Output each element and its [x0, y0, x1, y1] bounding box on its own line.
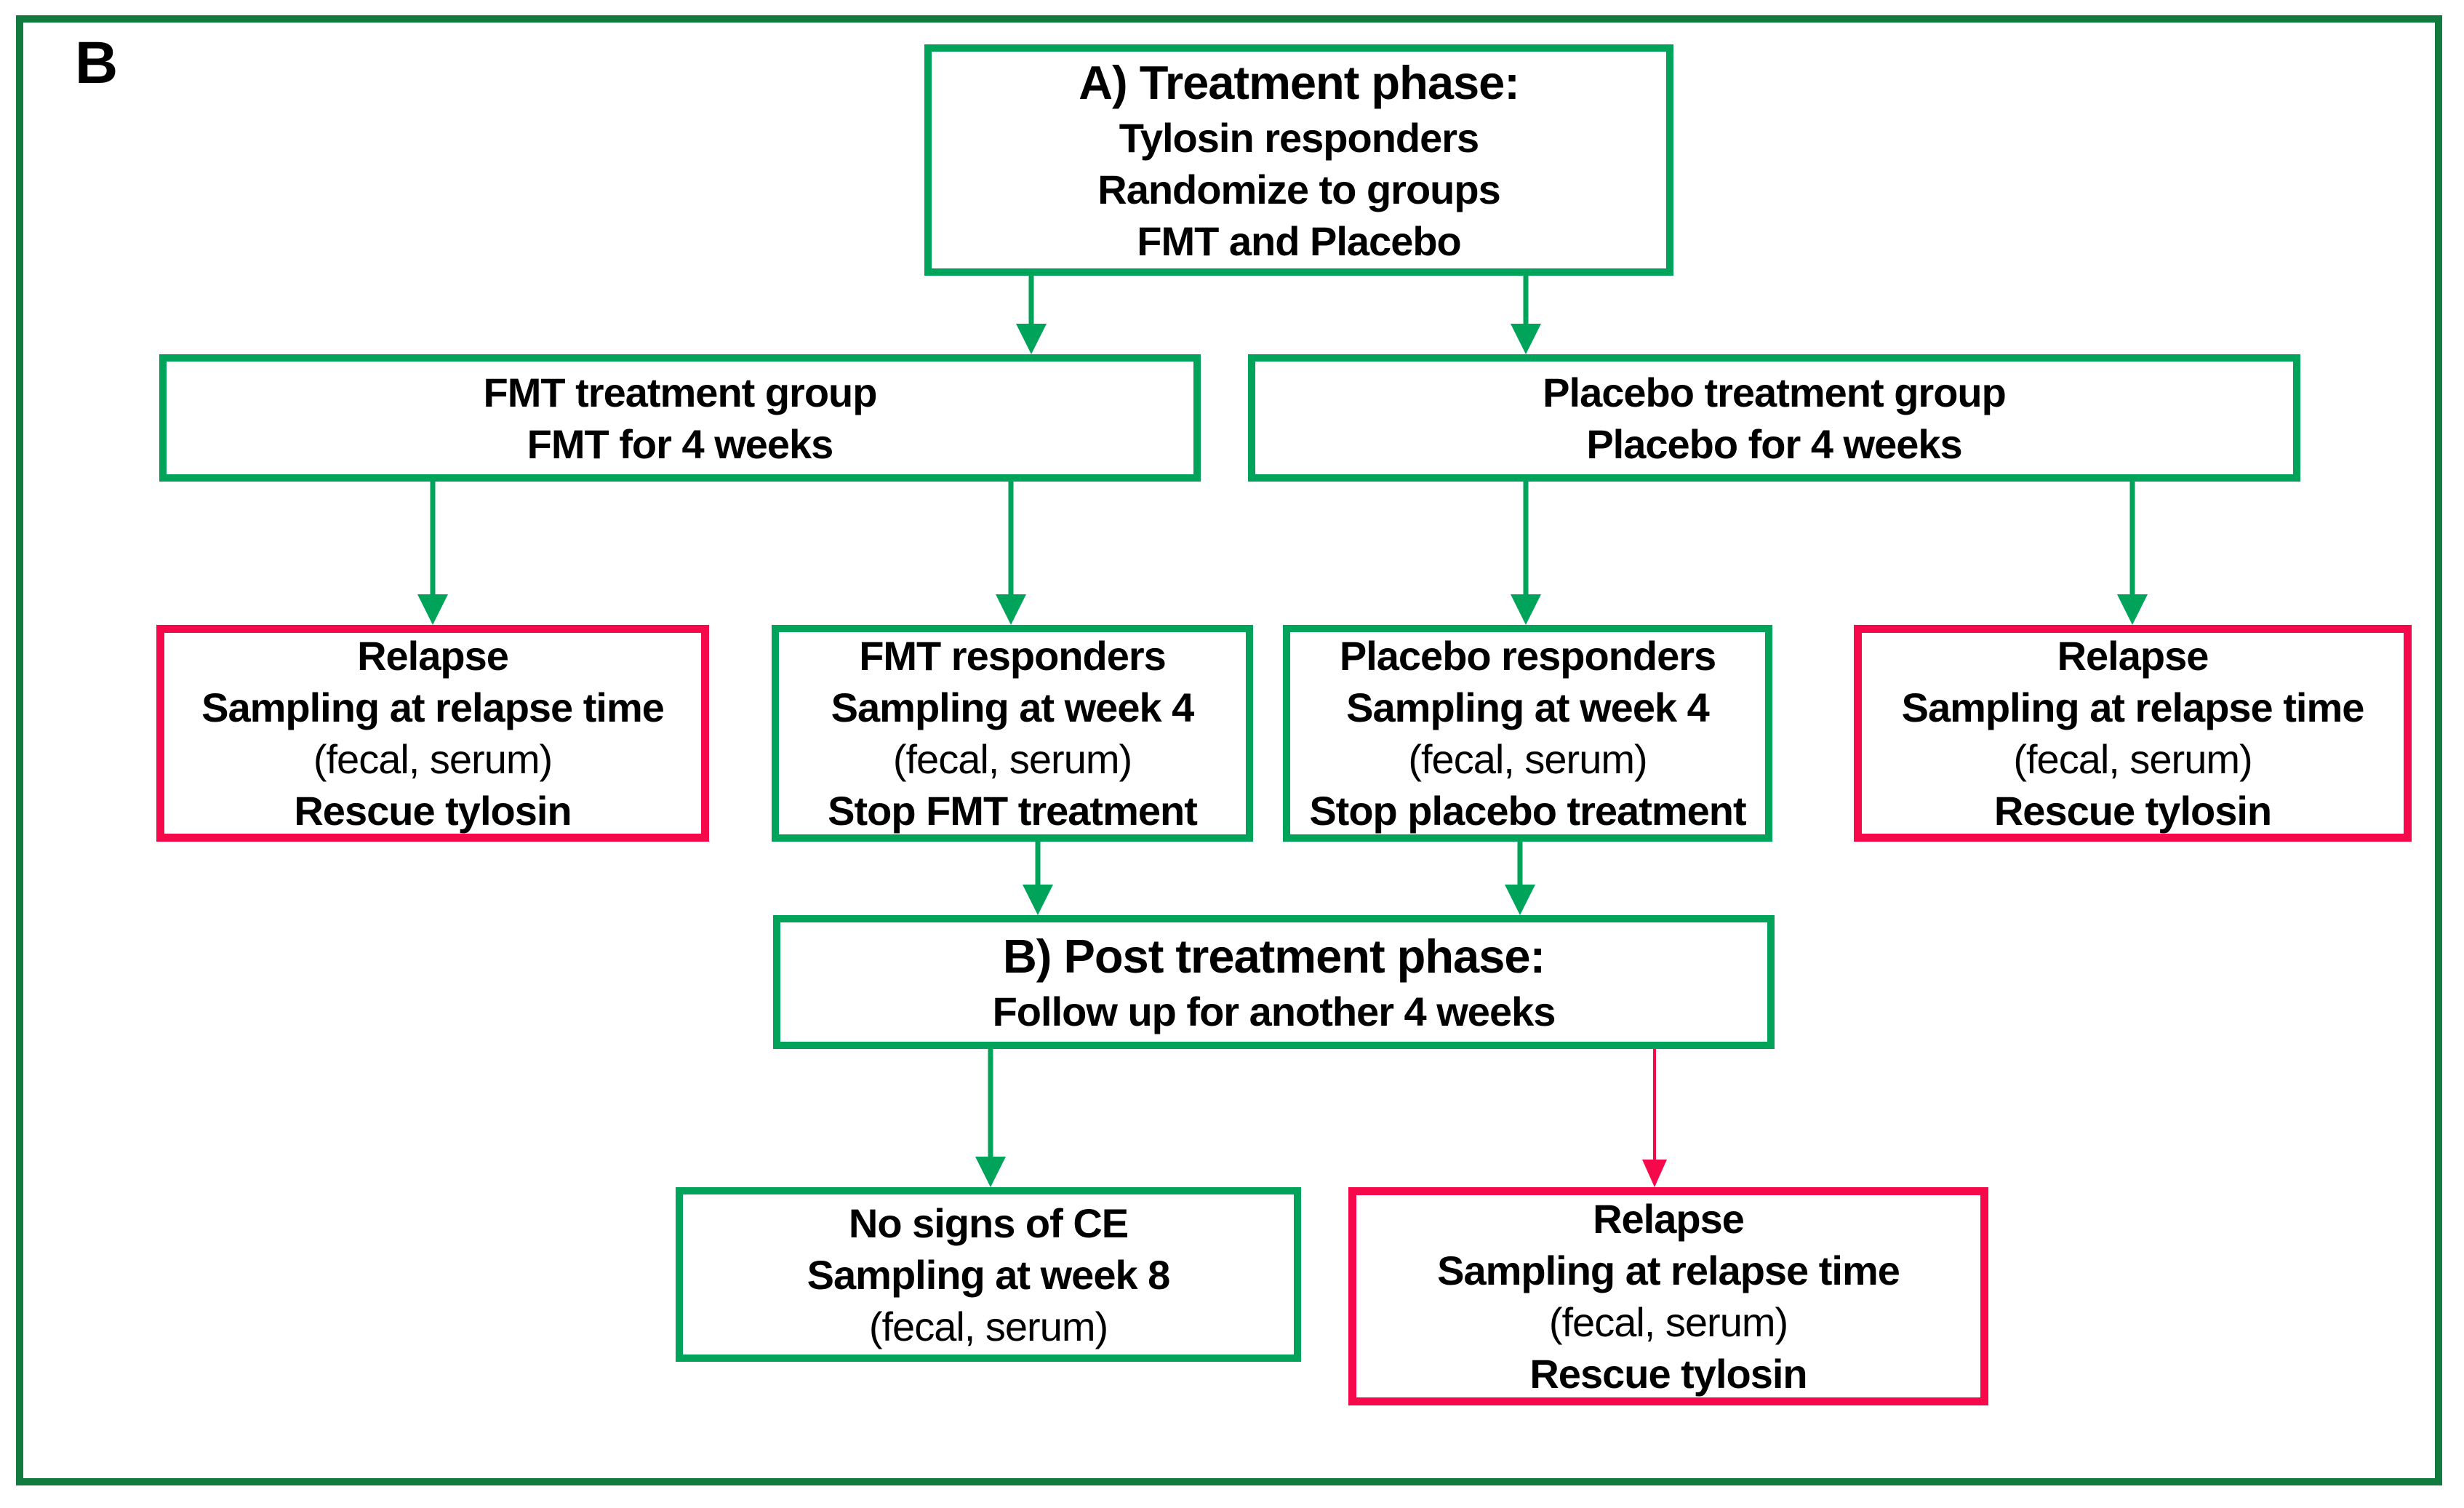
arrow-fmt-responders-to-post-phase: [1022, 842, 1054, 915]
box-line: Sampling at week 4: [831, 685, 1195, 730]
box-line: Stop placebo treatment: [1309, 788, 1746, 834]
box-line: (fecal, serum): [868, 1303, 1108, 1349]
box-line: Relapse: [1593, 1196, 1745, 1242]
box-line: Follow up for another 4 weeks: [992, 988, 1556, 1034]
box-line: A) Treatment phase:: [1079, 55, 1520, 109]
box-line: (fecal, serum): [892, 736, 1132, 782]
box-line: Rescue tylosin: [1993, 788, 2272, 834]
arrow-placebo-group-to-relapse-right: [2116, 482, 2148, 625]
box-relapse-right: Relapse Sampling at relapse time (fecal,…: [1854, 625, 2412, 842]
box-line: Sampling at relapse time: [1437, 1248, 1900, 1293]
box-line: Relapse: [357, 633, 509, 679]
arrow-treatment-to-placebo-group: [1510, 276, 1542, 354]
arrow-fmt-group-to-fmt-responders: [995, 482, 1027, 625]
box-line: FMT for 4 weeks: [527, 420, 834, 467]
box-post-phase: B) Post treatment phase: Follow up for a…: [773, 915, 1775, 1049]
box-line: Sampling at relapse time: [1901, 685, 2365, 730]
box-line: FMT responders: [859, 633, 1167, 679]
box-line: Placebo responders: [1339, 633, 1716, 679]
arrow-post-phase-to-no-signs: [975, 1049, 1007, 1187]
box-line: Rescue tylosin: [1529, 1351, 1807, 1397]
box-line: Randomize to groups: [1097, 166, 1500, 212]
box-line: Rescue tylosin: [294, 788, 572, 834]
arrow-placebo-group-to-placebo-responders: [1510, 482, 1542, 625]
box-line: Sampling at week 4: [1346, 685, 1710, 730]
box-fmt-responders: FMT responders Sampling at week 4 (fecal…: [772, 625, 1253, 842]
figure-label: B: [75, 30, 119, 96]
box-line: FMT treatment group: [483, 369, 878, 415]
box-line: B) Post treatment phase:: [1002, 929, 1545, 983]
box-line: Sampling at week 8: [807, 1251, 1171, 1298]
box-placebo-group: Placebo treatment group Placebo for 4 we…: [1248, 354, 2300, 482]
box-fmt-group: FMT treatment group FMT for 4 weeks: [159, 354, 1201, 482]
box-line: (fecal, serum): [2013, 736, 2252, 782]
box-relapse-left: Relapse Sampling at relapse time (fecal,…: [156, 625, 709, 842]
box-line: Sampling at relapse time: [201, 685, 665, 730]
box-line: Tylosin responders: [1119, 114, 1479, 161]
box-line: Relapse: [2057, 633, 2209, 679]
box-line: Placebo treatment group: [1543, 369, 2007, 415]
box-line: (fecal, serum): [1408, 736, 1647, 782]
box-placebo-responders: Placebo responders Sampling at week 4 (f…: [1283, 625, 1772, 842]
box-line: (fecal, serum): [1548, 1299, 1788, 1345]
box-line: Stop FMT treatment: [828, 788, 1198, 834]
box-treatment-phase: A) Treatment phase: Tylosin responders R…: [924, 44, 1673, 276]
box-line: No signs of CE: [848, 1200, 1129, 1246]
arrow-fmt-group-to-relapse-left: [417, 482, 449, 625]
arrow-treatment-to-fmt-group: [1015, 276, 1047, 354]
box-line: Placebo for 4 weeks: [1586, 420, 1962, 467]
arrow-post-phase-to-relapse-bottom: [1639, 1049, 1671, 1187]
box-relapse-bottom: Relapse Sampling at relapse time (fecal,…: [1348, 1187, 1988, 1405]
arrow-placebo-responders-to-post-phase: [1504, 842, 1536, 915]
box-line: FMT and Placebo: [1137, 218, 1461, 264]
box-no-signs: No signs of CE Sampling at week 8 (fecal…: [676, 1187, 1301, 1362]
box-line: (fecal, serum): [313, 736, 553, 782]
